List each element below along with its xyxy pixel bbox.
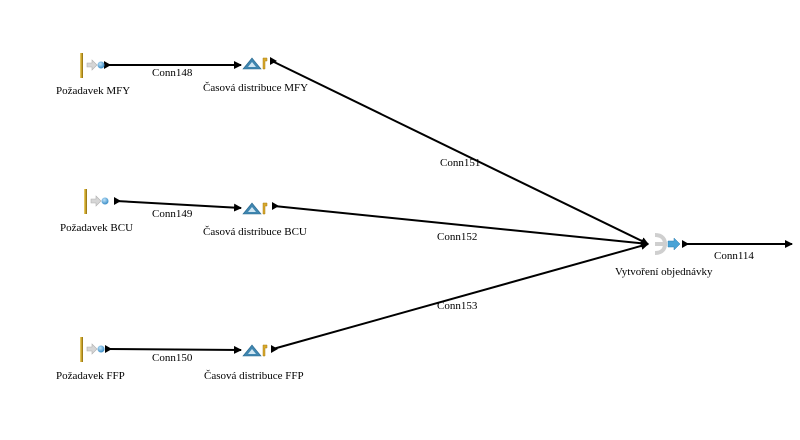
connection-conn114[interactable] bbox=[682, 240, 793, 248]
node-label-distribuce-bcu: Časová distribuce BCU bbox=[203, 226, 307, 238]
connection-label-conn151: Conn151 bbox=[440, 157, 481, 169]
node-label-pozadavek-ffp: Požadavek FFP bbox=[56, 370, 125, 382]
connection-label-conn150: Conn150 bbox=[152, 352, 193, 364]
connection-label-conn153: Conn153 bbox=[437, 300, 478, 312]
source-request-icon[interactable] bbox=[80, 53, 105, 78]
node-label-distribuce-mfy: Časová distribuce MFY bbox=[203, 82, 309, 94]
connection-label-conn148: Conn148 bbox=[152, 67, 193, 79]
node-label-vytvoreni-objednavky: Vytvoření objednávky bbox=[615, 266, 713, 278]
connection-label-conn149: Conn149 bbox=[152, 208, 193, 220]
connection-conn150[interactable] bbox=[105, 345, 242, 354]
connection-conn151[interactable] bbox=[270, 57, 649, 245]
time-distribution-icon[interactable] bbox=[242, 57, 268, 70]
connection-conn153[interactable] bbox=[271, 242, 649, 353]
connection-conn149[interactable] bbox=[114, 197, 242, 212]
node-label-distribuce-ffp: Časová distribuce FFP bbox=[204, 370, 304, 382]
source-request-icon[interactable] bbox=[80, 337, 105, 362]
connection-label-conn152: Conn152 bbox=[437, 231, 478, 243]
connection-label-conn114: Conn114 bbox=[714, 250, 754, 262]
time-distribution-icon[interactable] bbox=[242, 344, 268, 357]
connection-conn148[interactable] bbox=[104, 61, 242, 69]
connection-conn152[interactable] bbox=[272, 202, 649, 248]
node-label-pozadavek-bcu: Požadavek BCU bbox=[60, 222, 134, 234]
source-request-icon[interactable] bbox=[84, 189, 109, 214]
merge-icon[interactable] bbox=[654, 233, 681, 255]
time-distribution-icon[interactable] bbox=[242, 202, 268, 215]
node-label-pozadavek-mfy: Požadavek MFY bbox=[56, 85, 131, 97]
